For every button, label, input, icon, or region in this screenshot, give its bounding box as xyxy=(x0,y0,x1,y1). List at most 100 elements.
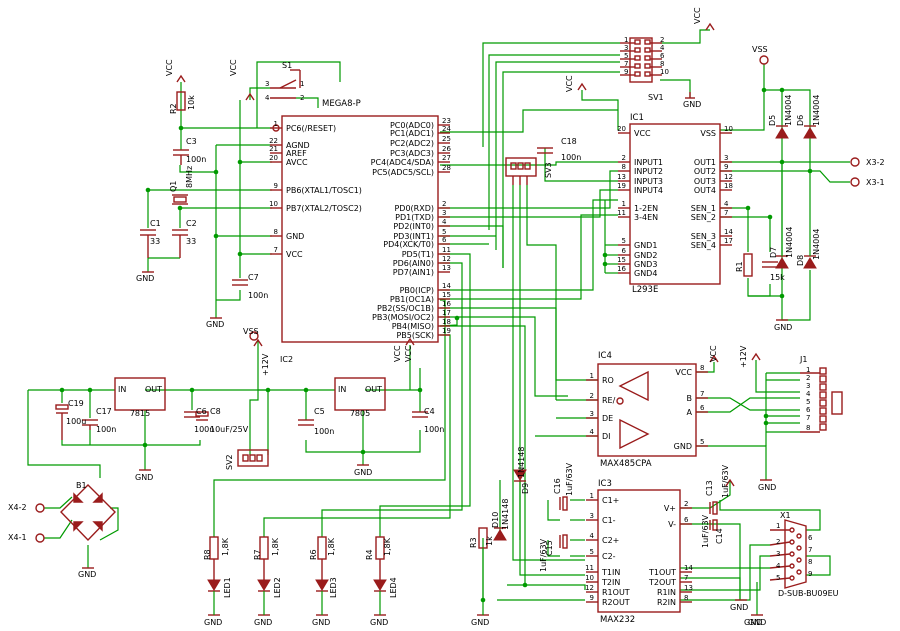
label-r8: R8 xyxy=(203,549,212,560)
label-c19: C19 xyxy=(68,399,84,408)
label-x1v: D-SUB-BU09EU xyxy=(778,589,839,598)
label-j1-3: 3 xyxy=(806,382,810,390)
mcu-pin-num: 16 xyxy=(442,300,451,308)
mcu-pin-name: PD4(XCK/T0) xyxy=(383,240,434,249)
label-gnd-sv1: GND xyxy=(683,100,701,109)
ic1-pin-name: VCC xyxy=(634,129,651,138)
mcu-pin-num: 3 xyxy=(442,209,446,217)
reg2-out: OUT xyxy=(365,385,382,394)
s1-switch xyxy=(270,69,301,99)
label-v12b: +12V xyxy=(739,345,748,368)
led-chain xyxy=(207,536,387,615)
mcu-pin-num: 22 xyxy=(269,137,278,145)
label-r1v: 15k xyxy=(770,273,785,282)
label-led2: LED2 xyxy=(273,577,282,598)
mcu-pin-num: 17 xyxy=(442,309,451,317)
label-r7: R7 xyxy=(253,549,262,560)
label-sv1-p4: 4 xyxy=(660,44,665,52)
label-c6: C6 xyxy=(196,407,207,416)
label-x1-5: 5 xyxy=(776,574,780,582)
mcu-pin-num: 24 xyxy=(442,125,451,133)
ic4-pin-name: GND xyxy=(674,442,692,451)
label-d6v: 1N4004 xyxy=(812,95,821,126)
mcu-pin-num: 1 xyxy=(274,120,278,128)
ic3-pin-name: V- xyxy=(668,520,676,529)
label-sv1-p9: 9 xyxy=(624,68,628,76)
ic3-pin-num: 13 xyxy=(684,584,693,592)
label-gnd-485: GND xyxy=(758,483,776,492)
ic3-pin-num: 11 xyxy=(585,564,594,572)
ic1-pin-name: GND1 xyxy=(634,241,657,250)
mcu-pin-num: 23 xyxy=(442,117,451,125)
label-sv1-p6: 6 xyxy=(660,52,665,60)
ic1-pin-name: GND4 xyxy=(634,269,657,278)
ic4-pin-num: 6 xyxy=(700,404,705,412)
label-gnd-l2: GND xyxy=(254,618,272,627)
ic3-pin-num: 8 xyxy=(684,594,688,602)
ic1-pin-name: OUT1 xyxy=(694,158,716,167)
mcu-pin-name: VCC xyxy=(286,250,303,259)
ic3-pin-num: 7 xyxy=(684,574,688,582)
label-c15v: 1uF/63V xyxy=(539,538,548,572)
label-gnd-l4: GND xyxy=(370,618,388,627)
ic3-pin-num: 4 xyxy=(590,532,595,540)
ic1-pin-num: 18 xyxy=(724,182,733,190)
label-x42: X4-2 xyxy=(8,503,27,512)
label-c3: C3 xyxy=(186,137,197,146)
ic4-pin-num: 5 xyxy=(700,438,704,446)
label-j1-6: 6 xyxy=(806,406,811,414)
label-vcc-sv1: VCC xyxy=(693,7,702,24)
label-x1-4: 4 xyxy=(776,562,781,570)
label-c16v: 1uF/63V xyxy=(565,462,574,496)
label-led1: LED1 xyxy=(223,577,232,598)
ic1-pin-num: 8 xyxy=(622,163,626,171)
ic3-part: MAX232 xyxy=(600,615,635,625)
label-d7: D7 xyxy=(769,247,778,258)
label-r7v: 1,8K xyxy=(271,537,280,556)
label-c2: C2 xyxy=(186,219,197,228)
label-vcc-l293: VCC xyxy=(565,75,574,92)
label-c4: C4 xyxy=(424,407,435,416)
junctions xyxy=(59,87,813,603)
ic4-pin-num: 8 xyxy=(700,364,704,372)
ic4-pin-num: 7 xyxy=(700,390,704,398)
label-sv3: SV3 xyxy=(544,162,553,178)
mcu-pin-name: AVCC xyxy=(286,158,308,167)
ic1-pin-num: 9 xyxy=(724,163,728,171)
label-gnd-l1: GND xyxy=(204,618,222,627)
mcu-pin-num: 14 xyxy=(442,282,451,290)
ic3-pin-name: R2IN xyxy=(657,598,676,607)
label-j1-8: 8 xyxy=(806,424,810,432)
mcu-pin-num: 27 xyxy=(442,154,451,162)
reg2-ref: 7805 xyxy=(350,409,370,418)
label-led3: LED3 xyxy=(329,577,338,598)
mcu-pin-num: 7 xyxy=(274,246,278,254)
ic4-pin-num: 2 xyxy=(590,392,594,400)
label-led4: LED4 xyxy=(389,577,398,598)
diodes-bridge xyxy=(775,125,817,269)
label-sv1-p2: 2 xyxy=(660,36,664,44)
label-x31: X3-1 xyxy=(866,178,885,187)
label-d8: D8 xyxy=(796,255,805,266)
ic1-pin-name: SEN_4 xyxy=(691,241,716,250)
label-c17v: 100n xyxy=(96,425,116,434)
label-d9: D9 xyxy=(521,483,530,494)
label-gnd-r3: GND xyxy=(471,618,489,627)
mcu-pin-num: 12 xyxy=(442,255,451,263)
ic3-pin-name: C2+ xyxy=(602,536,619,545)
mcu-pin-num: 20 xyxy=(269,154,278,162)
reg1-ref: 7815 xyxy=(130,409,150,418)
ic1-pin-name: INPUT3 xyxy=(634,177,663,186)
ic1-pin-num: 17 xyxy=(724,237,733,245)
label-vcc-mcu: VCC xyxy=(229,59,238,76)
supply-arrows xyxy=(176,22,769,487)
mcu-pin-num: 5 xyxy=(442,228,446,236)
ic4-pin-name: A xyxy=(687,408,693,417)
ic1-pin-name: OUT4 xyxy=(694,186,716,195)
d9-d10-r3 xyxy=(478,469,527,615)
ic4-pin-num: 3 xyxy=(590,410,594,418)
ic4-pin-name: RE/ xyxy=(602,396,616,405)
label-gnd-c13: GND xyxy=(730,603,748,612)
